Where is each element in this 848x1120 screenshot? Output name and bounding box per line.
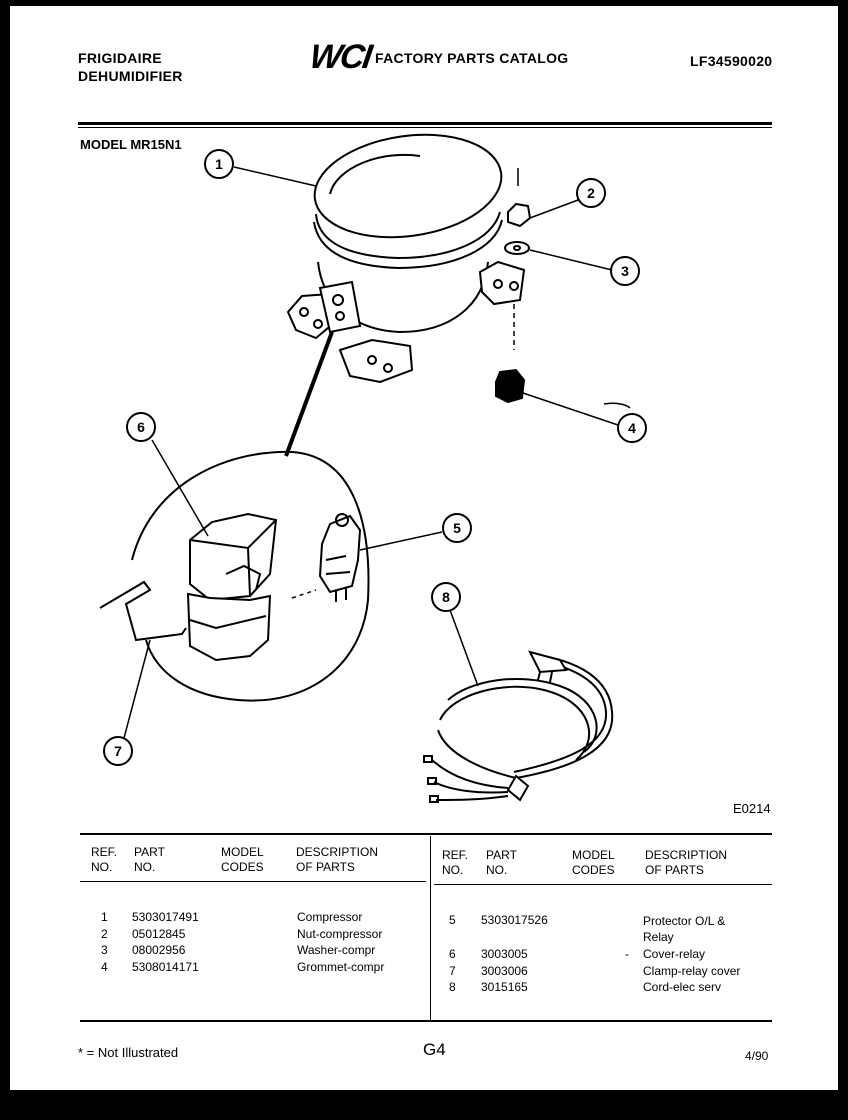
table-cell: Grommet-compr bbox=[297, 959, 385, 974]
table-divider bbox=[430, 836, 431, 1022]
callout-label-1: 1 bbox=[215, 156, 223, 172]
callout-label-2: 2 bbox=[587, 185, 595, 201]
clamp-drawing bbox=[99, 580, 187, 642]
callout-leaders bbox=[123, 166, 631, 739]
callout-label-3: 3 bbox=[621, 263, 629, 279]
right-desc-5-line2: Relay bbox=[643, 930, 674, 944]
compressor-drawing bbox=[286, 133, 526, 384]
callout-circle-4 bbox=[617, 413, 647, 443]
table-cell: 3015165 bbox=[481, 980, 528, 994]
table-cell: Cord-elec serv bbox=[643, 980, 722, 994]
catalog-number: LF34590020 bbox=[690, 53, 773, 69]
right-part-5: 5303017526 bbox=[481, 913, 548, 927]
not-illustrated-note: * = Not Illustrated bbox=[78, 1045, 179, 1060]
model-label: MODEL MR15N1 bbox=[80, 137, 182, 152]
right-desc-column: Cover-relay Clamp-relay cover Cord-elec … bbox=[643, 946, 740, 996]
callout-label-6: 6 bbox=[137, 419, 145, 435]
table-cell: 5308014171 bbox=[132, 959, 199, 974]
callout-circle-1 bbox=[204, 149, 234, 179]
product-name: DEHUMIDIFIER bbox=[78, 68, 183, 84]
header-rule bbox=[78, 122, 772, 125]
callout-circle-3 bbox=[610, 256, 640, 286]
table-header-rule-right bbox=[434, 884, 772, 885]
right-desc-5: Protector O/L & bbox=[643, 914, 726, 928]
table-cell: 1 bbox=[101, 910, 108, 924]
table-bottom-rule bbox=[80, 1020, 772, 1022]
table-cell: 8 bbox=[449, 980, 456, 994]
protector-relay-drawing bbox=[291, 513, 362, 602]
diagram-code: E0214 bbox=[733, 801, 771, 816]
power-cord-drawing bbox=[423, 650, 614, 803]
table-cell: 7 bbox=[449, 963, 456, 978]
table-cell: 5303017491 bbox=[132, 910, 199, 924]
table-cell: Nut-compressor bbox=[297, 926, 383, 941]
table-cell: Compressor bbox=[297, 910, 363, 924]
callout-label-5: 5 bbox=[453, 520, 461, 536]
table-top-rule bbox=[80, 833, 772, 835]
table-cell: 05012845 bbox=[132, 926, 186, 941]
right-part-column: 3003005 3003006 3015165 bbox=[481, 946, 528, 996]
right-ref-column: 6 7 8 bbox=[449, 946, 456, 996]
header-ref-right: REF.NO. bbox=[442, 848, 469, 877]
table-cell: 3003006 bbox=[481, 963, 528, 978]
callout-circle-8 bbox=[431, 582, 461, 612]
callout-circle-6 bbox=[126, 412, 156, 442]
table-cell: 2 bbox=[101, 926, 108, 941]
callout-label-4: 4 bbox=[628, 420, 636, 436]
brand-name: FRIGIDAIRE bbox=[78, 50, 162, 66]
table-header-rule-left bbox=[80, 881, 426, 882]
exploded-parts-diagram: 1 2 3 4 5 6 7 8 bbox=[99, 133, 647, 803]
table-cell: 3 bbox=[101, 943, 108, 957]
catalog-date: 4/90 bbox=[745, 1049, 769, 1063]
left-desc-column: Compressor Nut-compressor Washer-compr G… bbox=[297, 909, 384, 975]
table-cell: Washer-compr bbox=[297, 943, 376, 957]
callout-label-7: 7 bbox=[114, 743, 122, 759]
callout-circle-2 bbox=[576, 178, 606, 208]
table-cell: 08002956 bbox=[132, 943, 186, 957]
left-ref-column: 1 2 3 4 bbox=[101, 909, 108, 975]
page-number: G4 bbox=[423, 1040, 446, 1059]
table-cell: 4 bbox=[101, 959, 108, 974]
callout-label-8: 8 bbox=[442, 589, 450, 605]
header-ref-left: REF.NO. bbox=[91, 845, 118, 874]
catalog-title: FACTORY PARTS CATALOG bbox=[375, 50, 569, 66]
detail-magnifier-circle bbox=[131, 450, 370, 702]
table-cell: Clamp-relay cover bbox=[643, 963, 741, 978]
table-cell: Cover-relay bbox=[643, 947, 706, 961]
right-ref-5: 5 bbox=[449, 913, 456, 927]
header-rule-thin bbox=[78, 127, 772, 128]
callout-circle-7 bbox=[103, 736, 133, 766]
table-cell: 6 bbox=[449, 947, 456, 961]
left-part-column: 5303017491 05012845 08002956 5308014171 bbox=[132, 909, 199, 975]
nut-washer-grommet-drawing bbox=[495, 168, 532, 404]
relay-cover-drawing bbox=[186, 512, 278, 662]
right-model-6: - bbox=[625, 947, 629, 961]
callout-circle-5 bbox=[442, 513, 472, 543]
table-cell: 3003005 bbox=[481, 947, 528, 961]
